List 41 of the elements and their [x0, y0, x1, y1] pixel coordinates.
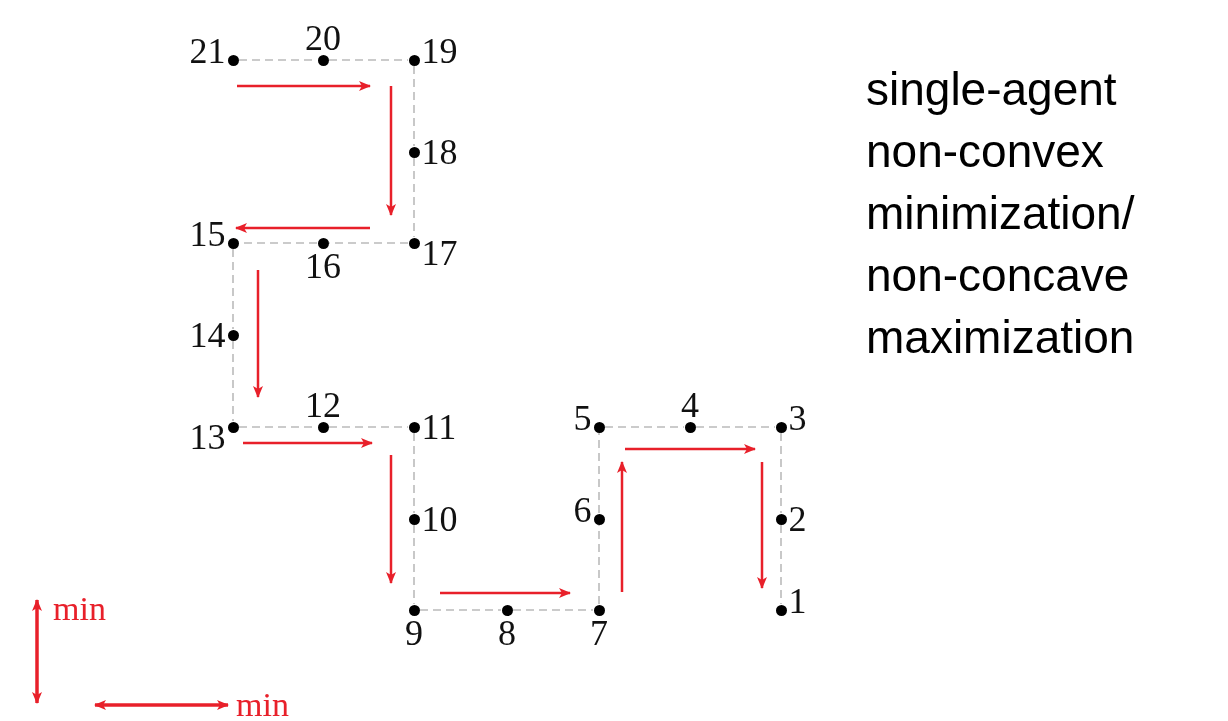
point-number: 12 [305, 389, 341, 420]
dashed-line [604, 426, 685, 428]
point-number: 16 [305, 250, 341, 281]
dashed-line [413, 524, 415, 605]
point-number: 1 [788, 585, 807, 616]
dashed-line [413, 65, 415, 147]
description-text: single-agent non-convex minimization/ non-concave maximization [866, 62, 1136, 365]
dashed-line [512, 609, 594, 611]
point-number: 11 [421, 412, 457, 442]
dashed-line [780, 432, 782, 514]
dashed-line [232, 340, 234, 422]
point-number: 20 [305, 22, 341, 53]
point-number: 2 [788, 504, 807, 534]
dashed-line [695, 426, 776, 428]
point-number: 18 [421, 137, 458, 167]
dashed-line [413, 432, 415, 514]
axis-label: min [53, 592, 106, 626]
point-number: 4 [681, 389, 699, 420]
point-number: 3 [788, 402, 807, 433]
point-number: 5 [573, 402, 592, 433]
dashed-line [232, 248, 234, 330]
dashed-line [328, 242, 409, 244]
point-number: 17 [421, 237, 458, 268]
dashed-line [598, 524, 600, 605]
dashed-line [780, 524, 782, 605]
dashed-line [328, 59, 409, 61]
dashed-line [328, 426, 409, 428]
point-number: 19 [421, 35, 458, 66]
point-number: 10 [421, 504, 458, 534]
axis-label: min [236, 688, 289, 721]
point-number: 21 [189, 35, 226, 66]
point-number: 14 [189, 320, 226, 350]
point-number: 7 [590, 617, 608, 648]
point-number: 9 [405, 617, 423, 648]
point-number: 8 [498, 617, 516, 648]
point-number: 15 [189, 218, 226, 249]
point-number: 6 [573, 494, 592, 525]
dashed-line [598, 432, 600, 514]
point-number: 13 [189, 421, 226, 452]
dashed-line [419, 609, 502, 611]
dashed-line [413, 157, 415, 238]
